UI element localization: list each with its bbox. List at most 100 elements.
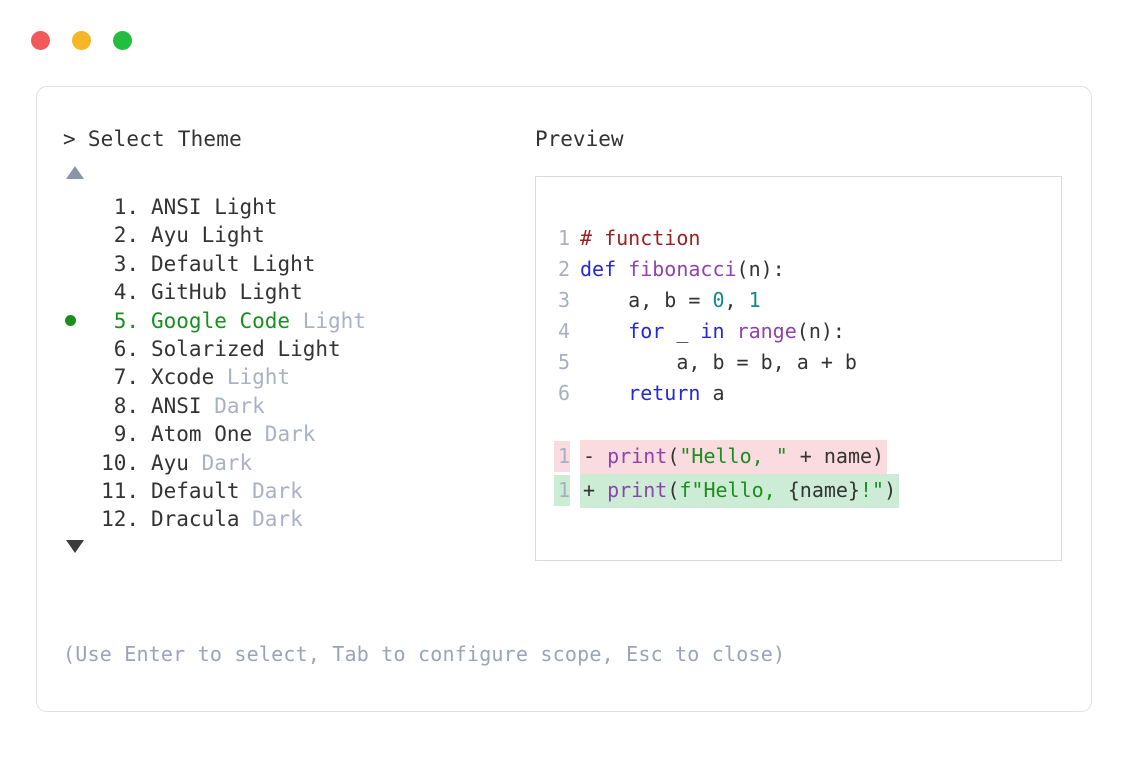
diff-marker: -: [583, 444, 608, 468]
line-number: 6: [557, 381, 570, 405]
theme-item-number: 8.: [113, 393, 139, 418]
code-token: + name): [787, 444, 885, 468]
theme-item-variant: Light: [188, 223, 265, 248]
code-line: 1 # function: [536, 223, 1061, 254]
scroll-up-arrow-icon[interactable]: [66, 166, 84, 179]
theme-item-number: 10.: [101, 450, 139, 475]
code-token: !": [859, 478, 885, 502]
code-line: 2 def fibonacci(n):: [536, 254, 1061, 285]
theme-item-variant: Dark: [239, 478, 303, 503]
code-token: (: [667, 478, 680, 502]
code-token: f"Hello,: [679, 478, 788, 502]
theme-item-variant: Light: [239, 251, 316, 276]
line-number: 2: [557, 257, 570, 281]
theme-item-name: GitHub: [151, 280, 227, 305]
close-button[interactable]: [31, 31, 50, 50]
code-token: (: [667, 444, 680, 468]
theme-list-item[interactable]: 6.Solarized Light: [63, 335, 533, 363]
line-number: 1: [557, 226, 570, 250]
code-token: for: [628, 319, 665, 343]
code-token: # function: [580, 226, 701, 250]
theme-item-number: 5.: [113, 308, 139, 333]
theme-item-variant: Dark: [239, 507, 303, 532]
theme-item-name: ANSI: [151, 195, 202, 219]
diff-line-content: - print("Hello, " + name): [580, 440, 888, 474]
theme-list-item[interactable]: 12.Dracula Dark: [63, 505, 533, 533]
theme-item-name: Default: [151, 251, 240, 276]
code-token: a: [700, 381, 725, 405]
code-token: "Hello, ": [679, 444, 788, 468]
code-line: 4 for _ in range(n):: [536, 316, 1061, 347]
code-line: 5 a, b = b, a + b: [536, 347, 1061, 378]
prompt-header: > Select Theme: [63, 129, 533, 150]
theme-item-variant: Light: [226, 280, 303, 305]
theme-list-item[interactable]: 1.ANSI Light: [63, 193, 533, 221]
code-line-content: a, b = b, a + b: [580, 347, 857, 378]
theme-list-item[interactable]: 11. Default Dark: [63, 477, 533, 505]
theme-list-item[interactable]: 7.Xcode Light: [63, 363, 533, 391]
code-line-content: def fibonacci(n):: [580, 254, 785, 285]
theme-item-number: 4.: [113, 280, 139, 305]
theme-list-item[interactable]: 5. Google Code Light: [63, 307, 533, 335]
theme-item-name: Solarized: [151, 336, 265, 361]
selection-bullet-slot: [63, 315, 93, 327]
theme-list-item[interactable]: 9.Atom One Dark: [63, 420, 533, 448]
code-token: print: [607, 444, 668, 468]
theme-item-name: Default: [151, 478, 240, 503]
code-token: def: [580, 257, 629, 281]
theme-list-item[interactable]: 3. Default Light: [63, 250, 533, 278]
diff-lines: 1- print("Hello, " + name)1+ print(f"Hel…: [536, 440, 1061, 508]
scroll-down-arrow-icon[interactable]: [66, 539, 84, 553]
line-number: 4: [557, 319, 570, 343]
diff-line-content: + print(f"Hello, {name}!"): [580, 474, 900, 508]
theme-item-variant: Light: [290, 308, 366, 333]
diff-line-number: 1: [554, 475, 570, 506]
code-token: [580, 381, 628, 405]
code-token: a, b =: [580, 288, 713, 312]
theme-item-name: Ayu: [151, 450, 189, 475]
window-titlebar: [31, 31, 132, 50]
theme-list-item[interactable]: 10. Ayu Dark: [63, 449, 533, 477]
theme-item-variant: Dark: [252, 422, 316, 447]
page-title: Select Theme: [87, 127, 242, 151]
code-line-content: a, b = 0, 1: [580, 285, 761, 316]
code-token: print: [607, 478, 668, 502]
diff-line-del: 1- print("Hello, " + name): [536, 440, 1061, 474]
theme-item-number: 3.: [113, 251, 139, 276]
line-number: 5: [557, 350, 570, 374]
code-token: [580, 319, 628, 343]
theme-item-number: 11.: [101, 478, 139, 503]
theme-item-name: Google Code: [151, 308, 291, 333]
theme-item-variant: Dark: [188, 450, 253, 475]
theme-item-number: 12.: [101, 507, 139, 532]
code-token: [725, 319, 737, 343]
maximize-button[interactable]: [113, 31, 132, 50]
code-token: 1: [748, 288, 761, 312]
theme-list-item[interactable]: 2. Ayu Light: [63, 221, 533, 249]
line-number: 3: [557, 288, 570, 312]
theme-list-item[interactable]: 4. GitHub Light: [63, 278, 533, 306]
theme-item-variant: Light: [214, 365, 291, 390]
theme-item-name: Ayu: [151, 223, 189, 248]
theme-item-number: 9.: [113, 422, 139, 447]
diff-marker: +: [583, 478, 608, 502]
prompt-caret-icon: >: [63, 127, 76, 151]
selected-bullet-icon: [65, 315, 76, 327]
code-token: fibonacci: [628, 257, 737, 281]
theme-item-number: 2.: [113, 223, 139, 248]
theme-item-number: 1.: [113, 195, 139, 219]
minimize-button[interactable]: [72, 31, 91, 50]
code-token: ,: [724, 288, 749, 312]
diff-line-add: 1 + print(f"Hello, {name}!"): [536, 474, 1061, 508]
code-line-content: for _ in range(n):: [580, 316, 845, 347]
code-token: (n):: [796, 319, 845, 343]
theme-list-item[interactable]: 8.ANSI Dark: [63, 392, 533, 420]
theme-item-variant: Light: [264, 336, 341, 361]
